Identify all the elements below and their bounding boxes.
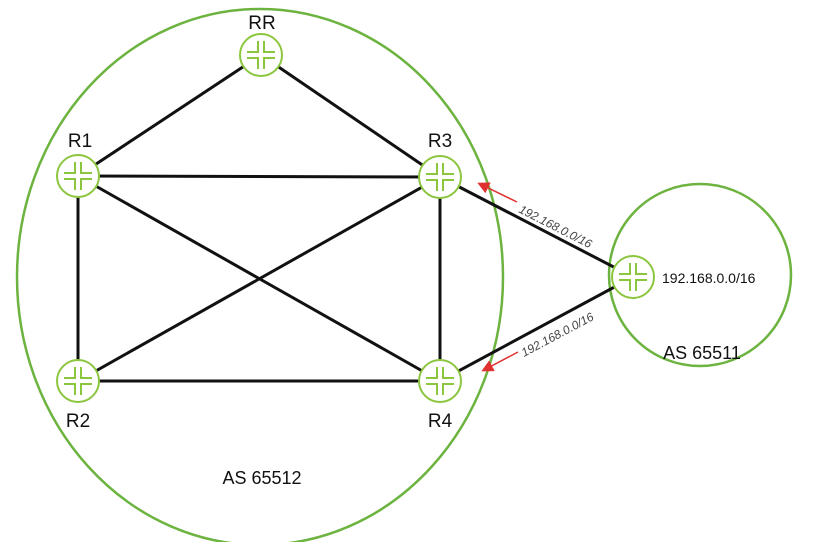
as-65511-boundary [607, 182, 793, 368]
router-icon-external[interactable] [611, 255, 655, 299]
label-r2: R2 [66, 411, 90, 432]
edge-label-upper: 192.168.0.0/16 [517, 202, 595, 251]
router-icon-r1[interactable] [56, 154, 100, 198]
link-rr-r1 [77, 53, 262, 178]
router-icon-r4[interactable] [418, 359, 462, 403]
label-r3: R3 [428, 131, 452, 152]
advert-arrow-upper [477, 182, 518, 203]
link-r1-r3 [77, 174, 441, 179]
label-r4: R4 [428, 411, 453, 432]
label-r1: R1 [68, 131, 92, 152]
router-icon-r2[interactable] [56, 359, 100, 403]
label-rr: RR [248, 13, 275, 34]
link-r4-ext [439, 275, 634, 383]
as-65512-boundary [15, 7, 505, 542]
link-r3-ext [439, 175, 634, 279]
router-icon-rr[interactable] [239, 33, 283, 77]
links [76, 53, 634, 383]
advert-arrow-lower [481, 351, 519, 372]
link-rr-r3 [260, 53, 441, 179]
label-as-65512: AS 65512 [222, 468, 301, 488]
label-as-65511: AS 65511 [663, 343, 741, 363]
router-icon-r3[interactable] [418, 155, 462, 199]
label-external-prefix: 192.168.0.0/16 [662, 270, 756, 286]
link-r3-r2 [77, 175, 441, 383]
